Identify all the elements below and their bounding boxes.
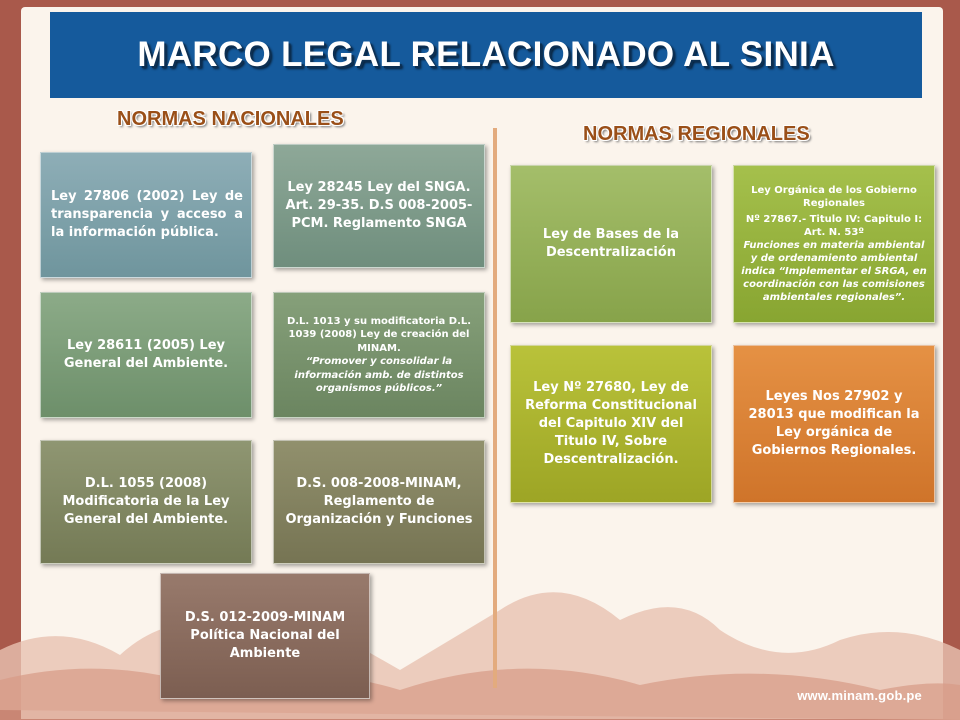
column-divider xyxy=(493,128,497,688)
norm-italic-text: Funciones en materia ambiental y de orde… xyxy=(741,240,927,303)
norm-box-leyes-27902-28013: Leyes Nos 27902 y 28013 que modifican la… xyxy=(733,345,935,503)
norm-text: D.L. 1013 y su modificatoria D.L. 1039 (… xyxy=(286,315,472,354)
norm-box-ley-28245: Ley 28245 Ley del SNGA. Art. 29-35. D.S … xyxy=(273,144,485,268)
norm-text: Ley 28611 (2005) Ley General del Ambient… xyxy=(63,337,229,371)
slide-title: MARCO LEGAL RELACIONADO AL SINIA xyxy=(137,35,835,74)
norm-text: Ley 28245 Ley del SNGA. Art. 29-35. D.S … xyxy=(285,179,473,232)
title-banner: MARCO LEGAL RELACIONADO AL SINIA xyxy=(50,12,922,98)
norm-text: Ley Nº 27680, Ley de Reforma Constitucio… xyxy=(525,379,697,468)
norm-text: Leyes Nos 27902 y 28013 que modifican la… xyxy=(748,388,920,459)
website-url: www.minam.gob.pe xyxy=(797,688,922,703)
norm-box-ley-organica-gobiernos-regionales: Ley Orgánica de los Gobierno Regionales … xyxy=(733,165,935,323)
norm-text: D.S. 008-2008-MINAM, Reglamento de Organ… xyxy=(285,475,473,528)
norm-text: D.L. 1055 (2008) Modificatoria de la Ley… xyxy=(62,475,230,528)
norm-box-ds-008-2008: D.S. 008-2008-MINAM, Reglamento de Organ… xyxy=(273,440,485,564)
norm-box-ley-bases-descentralizacion: Ley de Bases de la Descentralización xyxy=(510,165,712,323)
heading-normas-nacionales: NORMAS NACIONALES xyxy=(117,108,344,130)
norm-box-dl-1055: D.L. 1055 (2008) Modificatoria de la Ley… xyxy=(40,440,252,564)
norm-box-ley-27806: Ley 27806 (2002) Ley de transparencia y … xyxy=(40,152,252,278)
norm-italic-text: “Promover y consolidar la información am… xyxy=(294,356,464,394)
norm-box-dl-1013: D.L. 1013 y su modificatoria D.L. 1039 (… xyxy=(273,292,485,418)
norm-text: Ley 27806 (2002) Ley de transparencia y … xyxy=(51,188,243,241)
norm-text: Nº 27867.- Titulo IV: Capitulo I: Art. N… xyxy=(745,214,923,238)
norm-text: D.S. 012-2009-MINAM Política Nacional de… xyxy=(184,609,346,662)
norm-box-ley-28611: Ley 28611 (2005) Ley General del Ambient… xyxy=(40,292,252,418)
norm-box-ley-27680: Ley Nº 27680, Ley de Reforma Constitucio… xyxy=(510,345,712,503)
norm-text: Ley de Bases de la Descentralización xyxy=(542,226,680,260)
heading-normas-regionales: NORMAS REGIONALES xyxy=(583,123,810,145)
norm-text: Ley Orgánica de los Gobierno Regionales xyxy=(751,185,917,209)
norm-box-ds-012-2009: D.S. 012-2009-MINAM Política Nacional de… xyxy=(160,573,370,699)
